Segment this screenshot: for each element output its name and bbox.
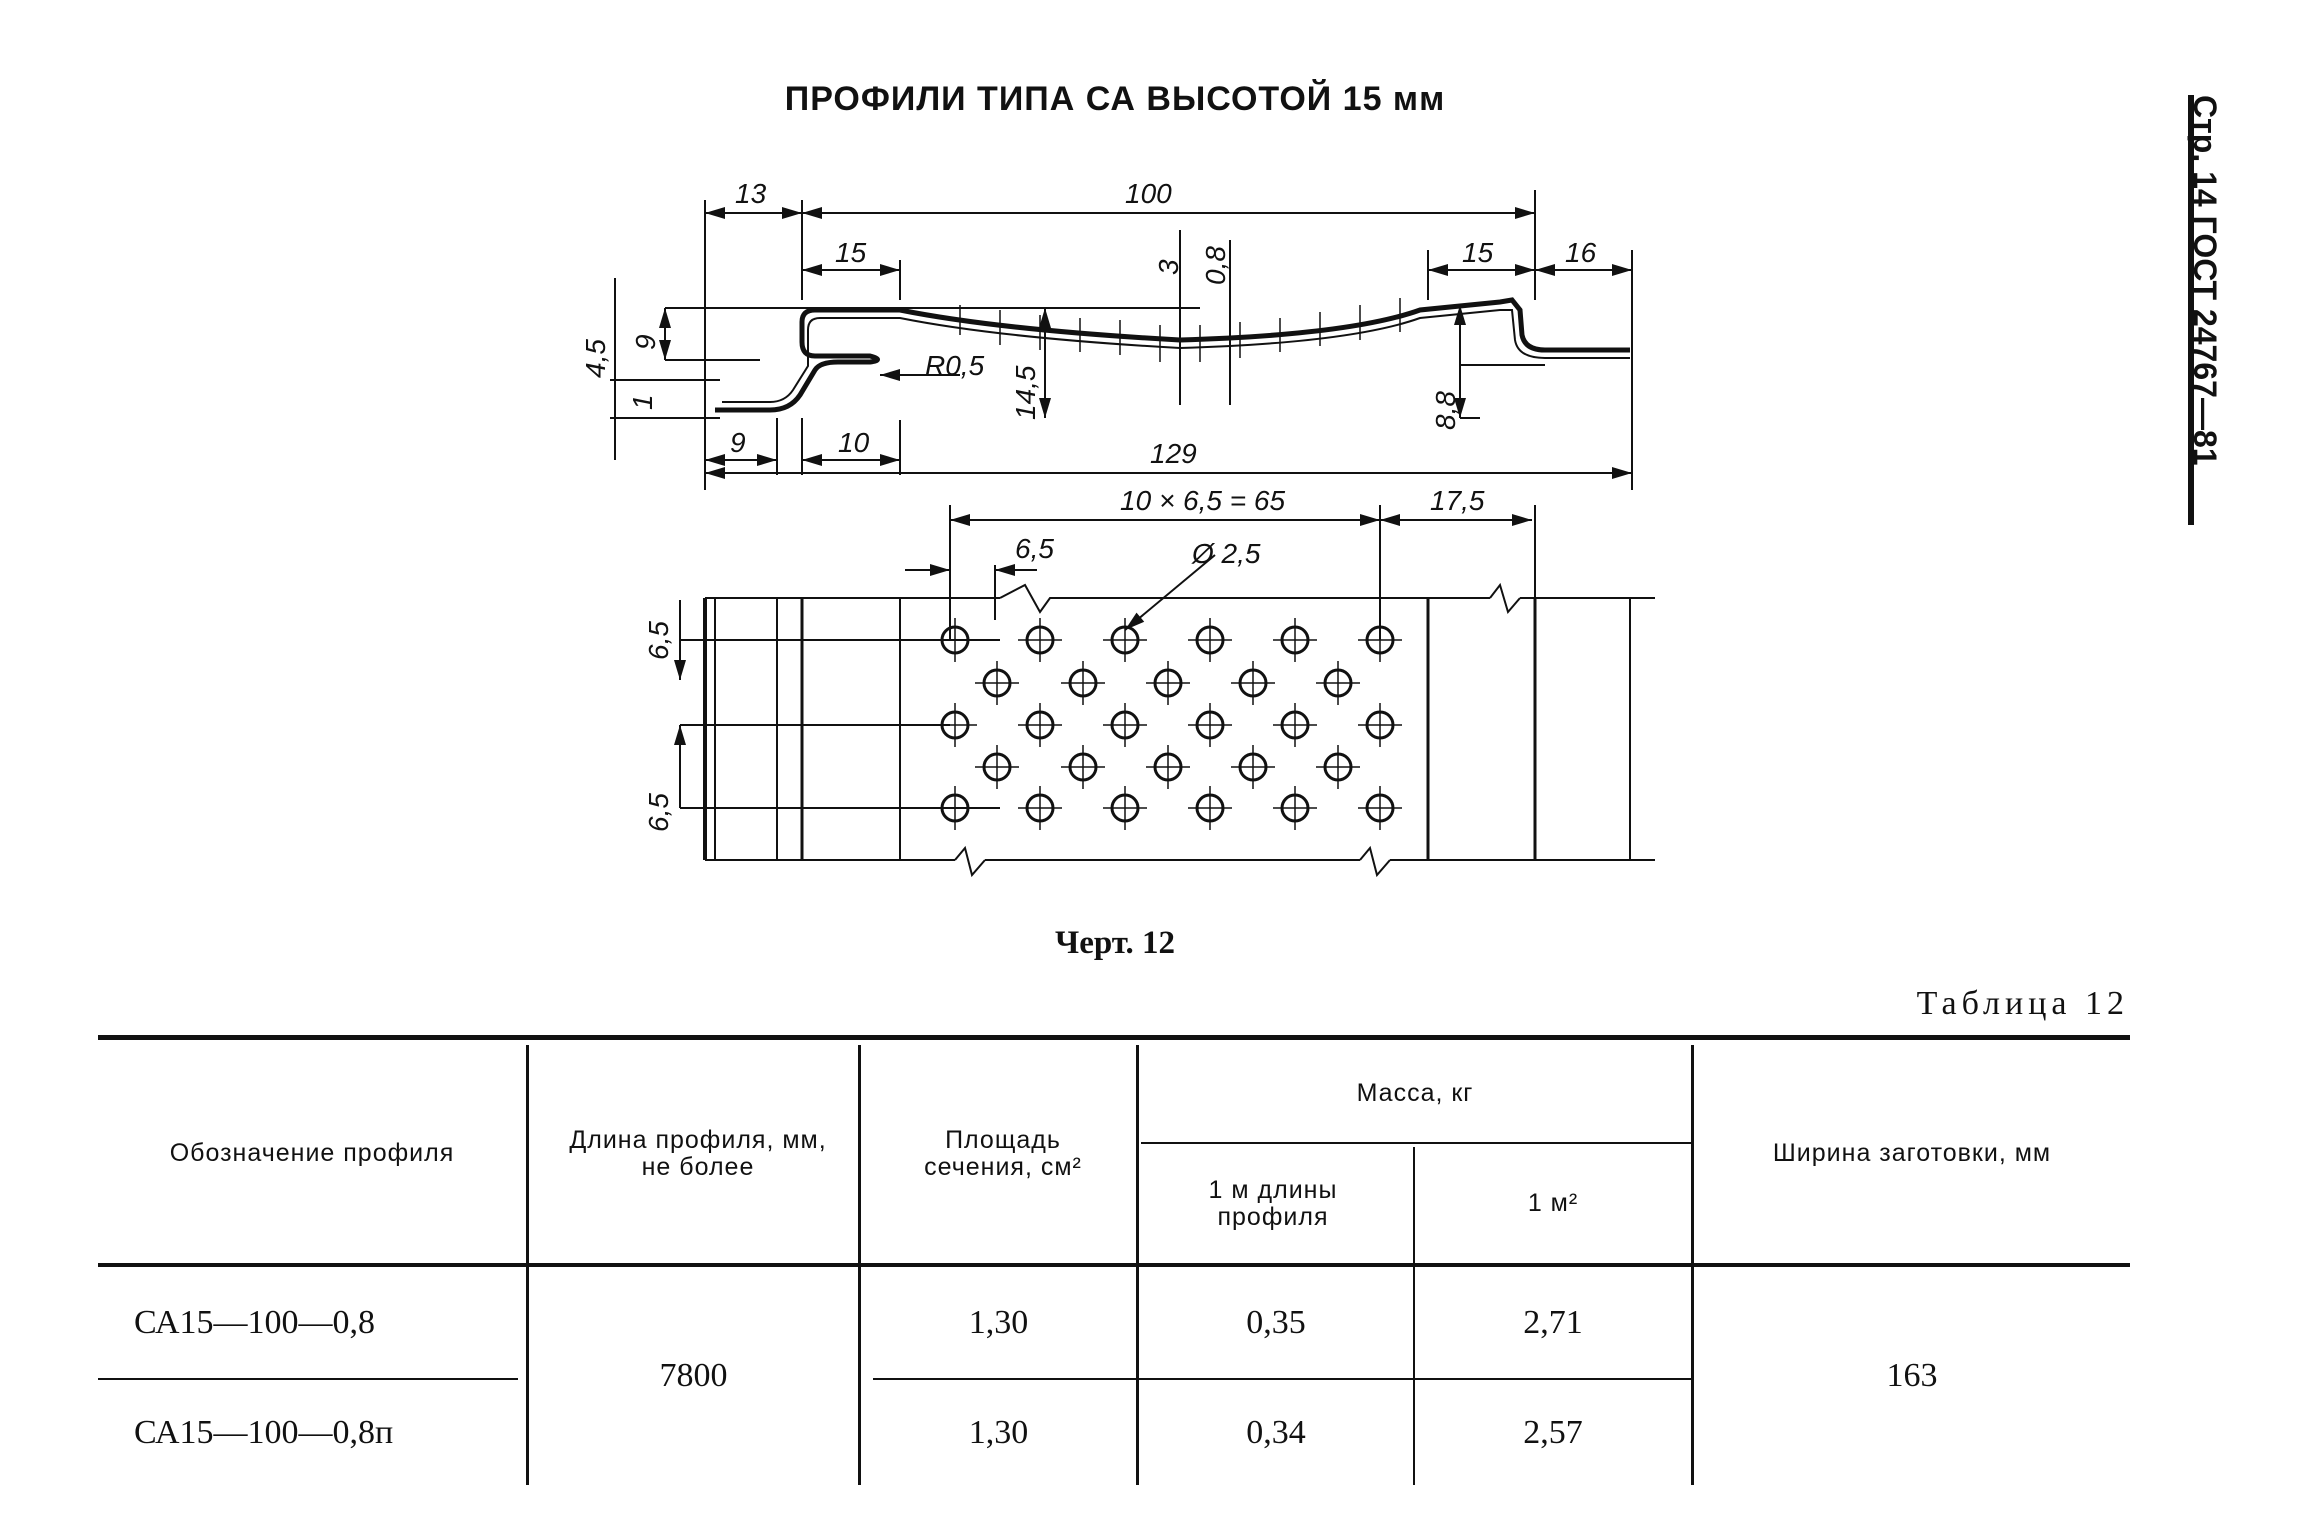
header-mass-per-m: 1 м длины профиля [1208,1175,1338,1231]
dim-14-5: 14,5 [1010,365,1041,420]
row-rule-1 [98,1378,518,1380]
header-mass: Масса, кг [1356,1078,1474,1107]
dim-100: 100 [1125,178,1172,209]
dim-0-8: 0,8 [1200,246,1231,285]
drawing-caption: Черт. 12 [1054,925,1175,961]
spec-table: Обозначение профиля Длина профиля, мм, н… [98,1035,2130,1485]
table-row-2-area: 1,30 [968,1413,1029,1451]
dim-13: 13 [735,178,767,209]
table-row-1-designation: СА15—100—0,8 [134,1303,376,1341]
dim-6-5-row-bottom: 6,5 [643,793,674,832]
table-merged-blank-width: 163 [1886,1357,1938,1394]
header-designation: Обозначение профиля [169,1139,455,1168]
dim-4-5: 4,5 [580,339,611,378]
dim-1: 1 [627,394,658,410]
dim-9-vertical: 9 [630,334,661,350]
col-rule-5 [1691,1045,1694,1485]
dim-9-horizontal: 9 [730,427,746,458]
profile-drawing: 13 100 15 15 16 3 0,8 4,5 9 1 R0,5 14,5 … [580,178,1655,878]
dim-8-8: 8,8 [1430,391,1461,430]
table-row-2-designation: СА15—100—0,8п [134,1413,394,1451]
dim-6-5-row-top: 6,5 [643,621,674,660]
dim-hole-diameter: Ø 2,5 [1191,538,1261,569]
table-merged-length: 7800 [659,1357,728,1394]
header-length: Длина профиля, мм, не более [569,1125,827,1181]
table-row-1-mass-per-m: 0,35 [1246,1303,1306,1341]
side-header-rule [2188,95,2194,525]
dim-6-5-pitch: 6,5 [1015,533,1054,564]
header-blank-width: Ширина заготовки, мм [1772,1139,2052,1168]
col-rule-2 [858,1045,861,1485]
row-rule-2 [873,1378,1691,1380]
dim-15-right: 15 [1462,237,1494,268]
table-row-2-mass-per-m2: 2,57 [1523,1413,1583,1451]
header-mass-per-m2: 1 м² [1527,1189,1579,1218]
dim-10x6-5: 10 × 6,5 = 65 [1120,485,1285,516]
dim-r0-5: R0,5 [925,350,985,381]
dim-17-5: 17,5 [1430,485,1485,516]
dim-129: 129 [1150,438,1197,469]
col-rule-3 [1136,1045,1139,1485]
page-title: ПРОФИЛИ ТИПА СА ВЫСОТОЙ 15 мм [784,80,1446,118]
dim-15-left: 15 [835,237,867,268]
table-row-1-area: 1,30 [968,1303,1029,1341]
profile-outline [715,297,1630,413]
table-label: Таблица 12 [1916,985,2129,1022]
dim-3: 3 [1153,259,1184,275]
mass-subheader-rule [1141,1142,1691,1144]
dim-10: 10 [838,427,870,458]
dim-16: 16 [1565,237,1597,268]
table-header-rule [98,1263,2130,1267]
table-row-1-mass-per-m2: 2,71 [1523,1303,1583,1341]
col-rule-4 [1413,1147,1415,1485]
header-area: Площадь сечения, см² [924,1125,1082,1181]
table-row-2-mass-per-m: 0,34 [1246,1413,1306,1451]
col-rule-1 [526,1045,529,1485]
table-top-rule [98,1035,2130,1040]
profile-inner [722,309,1630,403]
